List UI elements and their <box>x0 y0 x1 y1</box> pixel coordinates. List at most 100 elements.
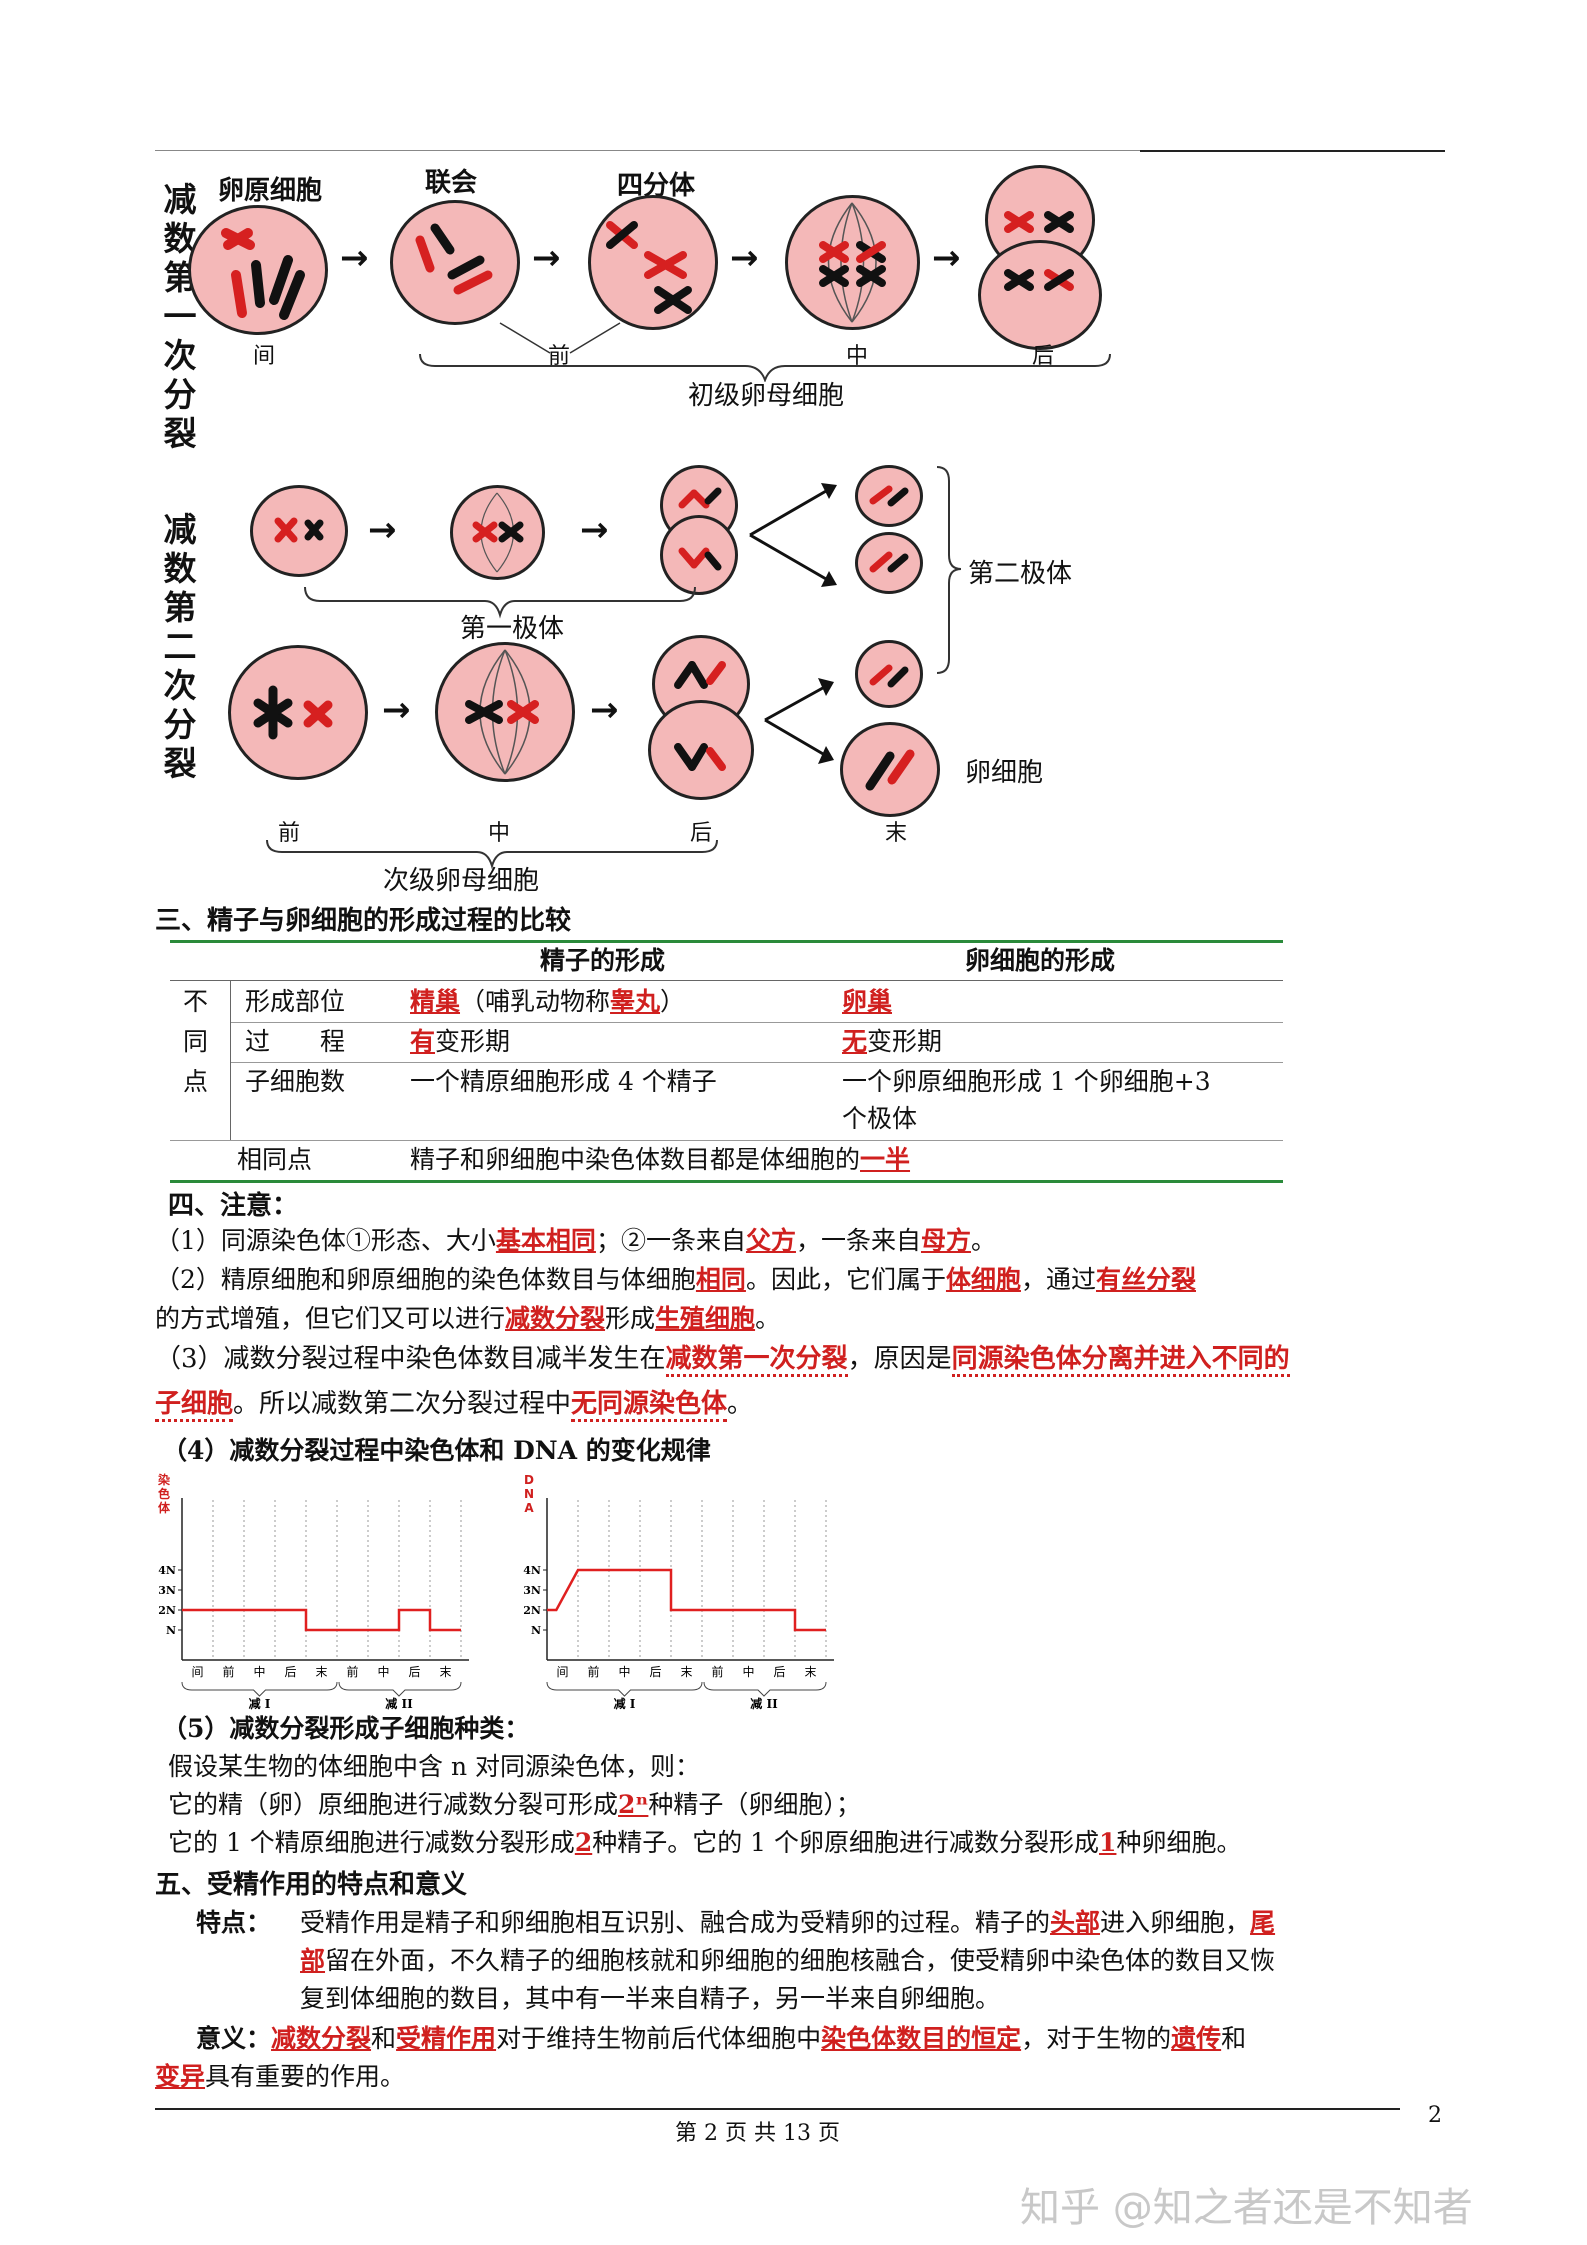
row1-egg-red: 卵巢 <box>842 987 892 1016</box>
secondary-anaphase-chr <box>648 635 754 800</box>
diff-label-2: 同 <box>183 1023 208 1061</box>
group-label: 减 II <box>385 1696 413 1710</box>
x-tick-label: 末 <box>315 1665 327 1679</box>
footer-page: 第 2 页 共 13 页 <box>675 2115 840 2147</box>
primary-oocyte-label: 初级卵母细胞 <box>688 375 844 412</box>
diff-label-3: 点 <box>183 1063 208 1101</box>
x-tick-label: 间 <box>191 1665 203 1679</box>
series-line <box>547 1570 826 1630</box>
note3-d: 。 <box>727 1389 753 1419</box>
table-vert-rule <box>230 981 231 1141</box>
table-bottom-rule <box>170 1180 1283 1183</box>
row1-rule <box>231 1022 1283 1023</box>
x-tick-label: 后 <box>649 1665 661 1679</box>
note5-l2-b: 种精子（卵细胞）； <box>648 1790 861 1819</box>
tetrad-chromosomes <box>588 195 718 330</box>
synapsis-label: 联会 <box>425 162 477 199</box>
table-top-rule <box>170 940 1283 943</box>
note2-red5: 生殖细胞 <box>655 1304 755 1333</box>
group-label: 减 I <box>249 1696 271 1710</box>
sig-c: ，对于生物的 <box>1021 2024 1171 2053</box>
x-tick-label: 末 <box>804 1665 816 1679</box>
split-arrows-bottom <box>760 670 840 770</box>
table-header-rule <box>170 980 1283 981</box>
arrow-2: → <box>532 238 561 278</box>
row2-sperm-red: 有 <box>410 1027 435 1056</box>
row3-egg: 一个卵原细胞形成 1 个卵细胞+3 <box>842 1063 1211 1101</box>
x-tick-label: 中 <box>253 1664 265 1679</box>
group-label: 减 I <box>614 1696 636 1710</box>
sig-red5: 变异 <box>155 2062 205 2091</box>
note2-red3: 有丝分裂 <box>1096 1265 1196 1294</box>
note5-l3-b: 种精子。它的 1 个卵原细胞进行减数分裂形成 <box>592 1828 1099 1857</box>
split-arrows-top <box>745 475 845 595</box>
note3-red4: 无同源染色体 <box>571 1389 727 1422</box>
note5-line3: 它的 1 个精原细胞进行减数分裂形成2种精子。它的 1 个卵原细胞进行减数分裂形… <box>168 1824 1241 1862</box>
y-tick-label: 2N <box>158 1604 176 1617</box>
series-line <box>182 1610 461 1630</box>
note1-c: ，一条来自 <box>796 1226 921 1255</box>
section4-title: 四、注意： <box>168 1185 298 1222</box>
note2-f: 。 <box>755 1304 780 1333</box>
first-polar-prophase-chr <box>250 485 348 577</box>
y-tick-label: N <box>531 1624 541 1637</box>
sig-a: 和 <box>371 2024 396 2053</box>
footer-number: 2 <box>1428 2103 1442 2128</box>
note2-e: 形成 <box>605 1304 655 1333</box>
y-tick-label: 4N <box>523 1564 541 1577</box>
second-polar-chr-3 <box>855 640 923 708</box>
same-text-plain: 精子和卵细胞中染色体数目都是体细胞的 <box>410 1145 860 1174</box>
ylabel-char: N <box>524 1487 534 1501</box>
note3-red3: 子细胞 <box>155 1389 233 1422</box>
arrow-4: → <box>932 238 961 278</box>
note3-line1: （3）减数分裂过程中染色体数目减半发生在减数第一次分裂，原因是同源染色体分离并进… <box>155 1340 1290 1378</box>
second-polar-chr-1 <box>855 465 923 595</box>
x-tick-label: 后 <box>284 1665 296 1679</box>
row3-egg-2: 个极体 <box>842 1100 917 1138</box>
arrow-6: → <box>580 510 609 550</box>
col-egg-header: 卵细胞的形成 <box>965 942 1115 980</box>
row1-sperm-end: ） <box>660 987 685 1016</box>
note2-red2: 体细胞 <box>946 1265 1021 1294</box>
ylabel-char: 染 <box>157 1472 171 1487</box>
note2-red1: 相同 <box>696 1265 746 1294</box>
sig-e: 具有重要的作用。 <box>205 2062 405 2091</box>
x-tick-label: 中 <box>618 1664 630 1679</box>
note5-l3-red2: 1 <box>1099 1828 1116 1857</box>
row2-name: 过 程 <box>245 1023 345 1061</box>
row2-egg: 无变形期 <box>842 1023 942 1061</box>
header-rule-left <box>155 150 1140 151</box>
y-tick-label: 2N <box>523 1604 541 1617</box>
row1-sperm-red2: 睾丸 <box>610 987 660 1016</box>
metaphase1-spindle <box>785 195 920 330</box>
arrow-5: → <box>368 510 397 550</box>
note5-title: （5）减数分裂形成子细胞种类： <box>162 1710 529 1748</box>
sig-red4: 遗传 <box>1171 2024 1221 2053</box>
note5-l3-a: 它的 1 个精原细胞进行减数分裂形成 <box>168 1828 575 1857</box>
same-text: 精子和卵细胞中染色体数目都是体细胞的一半 <box>410 1141 910 1179</box>
note2-red4: 减数分裂 <box>505 1304 605 1333</box>
row2-sperm-rest: 变形期 <box>435 1027 510 1056</box>
x-tick-label: 前 <box>222 1664 234 1679</box>
row1-sperm-red: 精巢 <box>410 987 460 1016</box>
meiosis2-label: 减数第二次分裂 <box>160 510 200 770</box>
x-tick-label: 间 <box>556 1665 568 1679</box>
x-tick-label: 中 <box>377 1664 389 1679</box>
note1-b: ；②一条来自 <box>596 1226 746 1255</box>
group-brace-1 <box>182 1682 337 1696</box>
note3-a: （3）减数分裂过程中染色体数目减半发生在 <box>155 1344 666 1374</box>
secondary-prophase-chr <box>228 645 368 780</box>
significance-line1: 意义：减数分裂和受精作用对于维持生物前后代体细胞中染色体数目的恒定，对于生物的遗… <box>196 2020 1246 2058</box>
note2-d: 的方式增殖，但它们又可以进行 <box>155 1304 505 1333</box>
feature-a: 受精作用是精子和卵细胞相互识别、融合成为受精卵的过程。精子的 <box>300 1908 1050 1937</box>
synapsis-chromosomes <box>390 200 520 325</box>
sig-red1: 减数分裂 <box>271 2024 371 2053</box>
feature-red2a: 尾 <box>1250 1908 1275 1937</box>
sig-b: 对于维持生物前后代体细胞中 <box>496 2024 821 2053</box>
arrow-1: → <box>340 238 369 278</box>
feature-label: 特点： <box>196 1904 271 1942</box>
note5-l2-a: 它的精（卵）原细胞进行减数分裂可形成 <box>168 1790 618 1819</box>
note1-red2: 父方 <box>746 1226 796 1255</box>
row1-egg: 卵巢 <box>842 983 892 1021</box>
note3-line2: 子细胞。所以减数第二次分裂过程中无同源染色体。 <box>155 1385 753 1423</box>
